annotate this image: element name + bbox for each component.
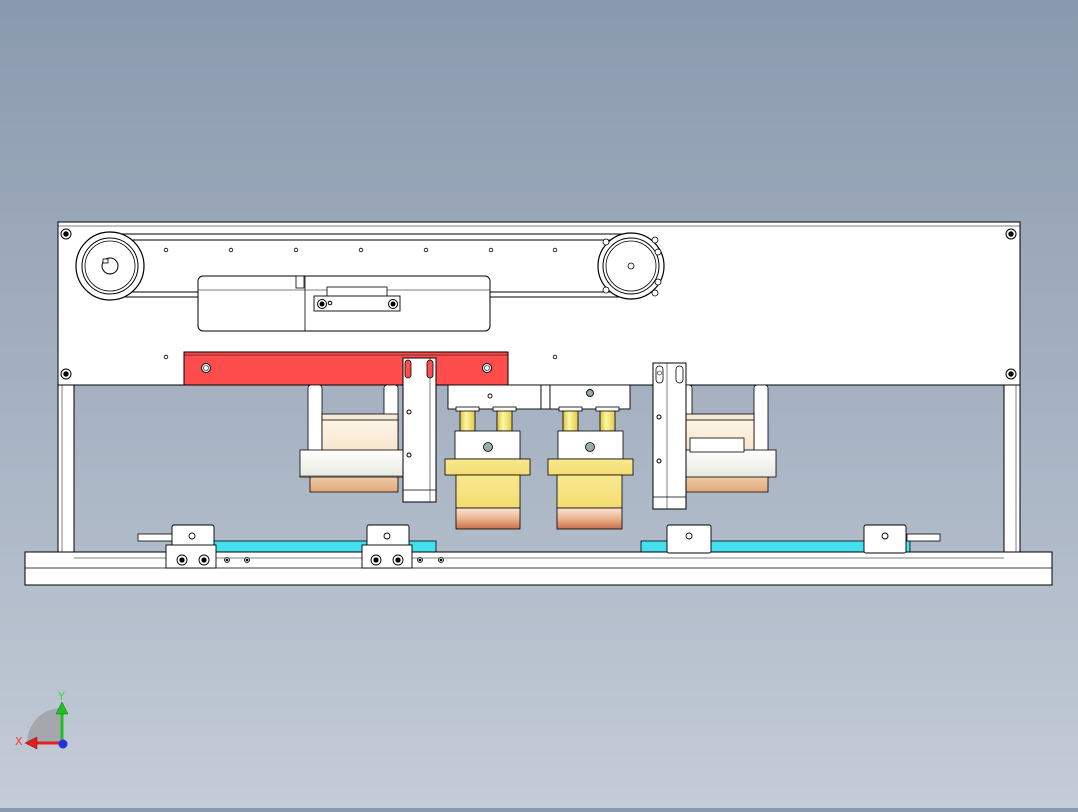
red-mounting-bar[interactable] <box>183 351 509 386</box>
rail-block-4[interactable] <box>863 524 907 554</box>
frame-post-right[interactable] <box>1003 384 1021 569</box>
triad-quadrant <box>27 708 62 743</box>
rail-block-1[interactable] <box>165 524 217 569</box>
coordinate-triad: Y X <box>15 690 69 750</box>
idler-pulley-right[interactable] <box>597 232 665 300</box>
x-axis-label: X <box>15 735 23 748</box>
rail-block-2[interactable] <box>361 524 413 569</box>
gripper-mount-block[interactable] <box>447 384 631 410</box>
base-hole-row <box>224 557 444 563</box>
z-axis-dot <box>58 739 68 749</box>
gripper-left[interactable] <box>444 406 531 530</box>
y-axis-label: Y <box>57 690 65 703</box>
guide-shafts <box>137 533 941 542</box>
drive-pulley-left[interactable] <box>75 231 145 301</box>
pneumatic-cylinder-left[interactable] <box>299 413 406 493</box>
plate-hole-row <box>163 247 558 360</box>
frame-post-left[interactable] <box>57 384 75 569</box>
belt-tensioner-plate[interactable] <box>197 275 491 332</box>
rail-block-3[interactable] <box>666 524 712 554</box>
slotted-bracket-right[interactable] <box>652 362 687 510</box>
gripper-right[interactable] <box>547 406 634 530</box>
pneumatic-cylinder-right[interactable] <box>677 413 777 493</box>
corner-screws <box>60 228 1017 380</box>
slotted-bracket-left[interactable] <box>402 357 437 503</box>
